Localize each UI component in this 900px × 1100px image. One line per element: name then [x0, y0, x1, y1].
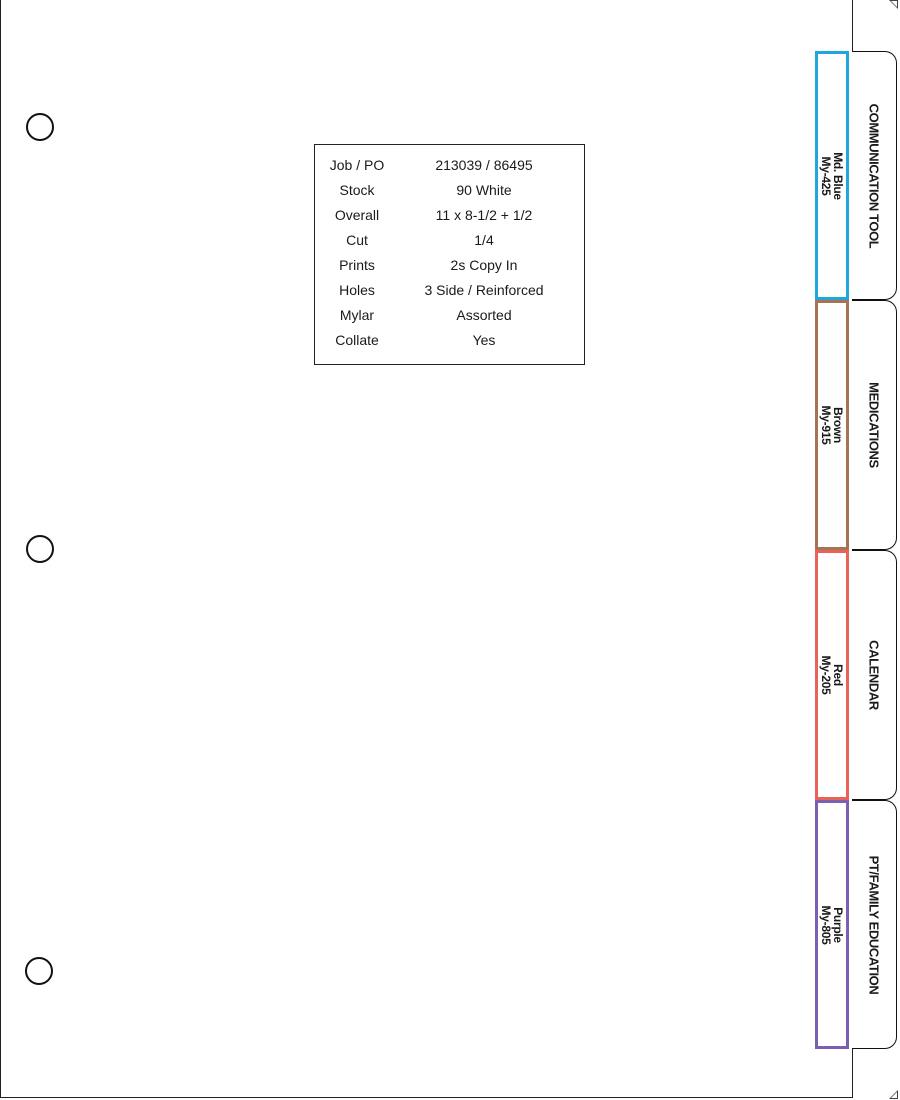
corner-triangle-icon [889, 0, 898, 9]
job-ticket-label: Cut [346, 232, 368, 248]
mylar-strip-brown: Brown My-915 [815, 300, 849, 550]
mylar-code: My-915 [819, 405, 833, 445]
mylar-color-name: Red [831, 664, 845, 686]
mylar-label: Red My-205 [819, 655, 845, 695]
job-ticket-row: Mylar Assorted [315, 302, 584, 327]
job-ticket-label: Stock [339, 182, 375, 198]
mylar-strip-red: Red My-205 [815, 550, 849, 800]
corner-triangle-icon [889, 1090, 898, 1099]
tab-label: COMMUNICATION TOOL [866, 103, 882, 248]
job-ticket-value: 1/4 [474, 232, 494, 248]
job-ticket-value: 11 x 8-1/2 + 1/2 [435, 207, 533, 223]
job-ticket-row: Stock 90 White [315, 177, 584, 202]
job-ticket-row: Holes 3 Side / Reinforced [315, 277, 584, 302]
job-ticket-value: 3 Side / Reinforced [424, 282, 544, 298]
mylar-label: Purple My-805 [819, 905, 845, 944]
job-ticket-row: Collate Yes [315, 327, 584, 352]
job-ticket-value: 90 White [456, 182, 512, 198]
job-ticket-row: Job / PO 213039 / 86495 [315, 152, 584, 177]
mylar-code: My-805 [819, 905, 833, 944]
job-ticket-box: Job / PO 213039 / 86495 Stock 90 White O… [314, 144, 585, 365]
punch-hole-bottom [25, 957, 53, 985]
job-ticket-label: Collate [335, 332, 379, 348]
job-ticket-row: Overall 11 x 8-1/2 + 1/2 [315, 202, 584, 227]
mylar-color-name: Md. Blue [831, 151, 845, 200]
mylar-color-name: Brown [831, 407, 845, 443]
job-ticket-value: Assorted [456, 307, 512, 323]
mylar-code: My-425 [819, 156, 833, 195]
mylar-color-name: Purple [831, 906, 845, 943]
job-ticket-value: 213039 / 86495 [435, 157, 533, 173]
job-ticket-value: 2s Copy In [450, 257, 518, 273]
job-ticket-label: Holes [339, 282, 375, 298]
tab-medications[interactable]: MEDICATIONS [852, 300, 897, 550]
tab-communication-tool[interactable]: COMMUNICATION TOOL [852, 51, 897, 300]
job-ticket-label: Mylar [339, 307, 375, 323]
job-ticket-label: Prints [339, 257, 375, 273]
mylar-label: Md. Blue My-425 [819, 151, 845, 200]
mylar-strip-blue: Md. Blue My-425 [815, 51, 849, 300]
mylar-code: My-205 [819, 655, 833, 695]
tab-label: CALENDAR [866, 640, 882, 710]
tab-pt-family-education[interactable]: PT/FAMILY EDUCATION [852, 800, 897, 1049]
mylar-strip-purple: Purple My-805 [815, 800, 849, 1049]
tab-calendar[interactable]: CALENDAR [852, 550, 897, 800]
tab-label: MEDICATIONS [866, 382, 882, 468]
mylar-label: Brown My-915 [819, 405, 845, 445]
job-ticket-value: Yes [472, 332, 496, 348]
punch-hole-middle [26, 535, 54, 563]
job-ticket-label: Job / PO [329, 157, 385, 173]
job-ticket-row: Prints 2s Copy In [315, 252, 584, 277]
tab-label: PT/FAMILY EDUCATION [866, 855, 882, 994]
job-ticket-row: Cut 1/4 [315, 227, 584, 252]
punch-hole-top [26, 113, 54, 141]
job-ticket-label: Overall [334, 207, 380, 223]
